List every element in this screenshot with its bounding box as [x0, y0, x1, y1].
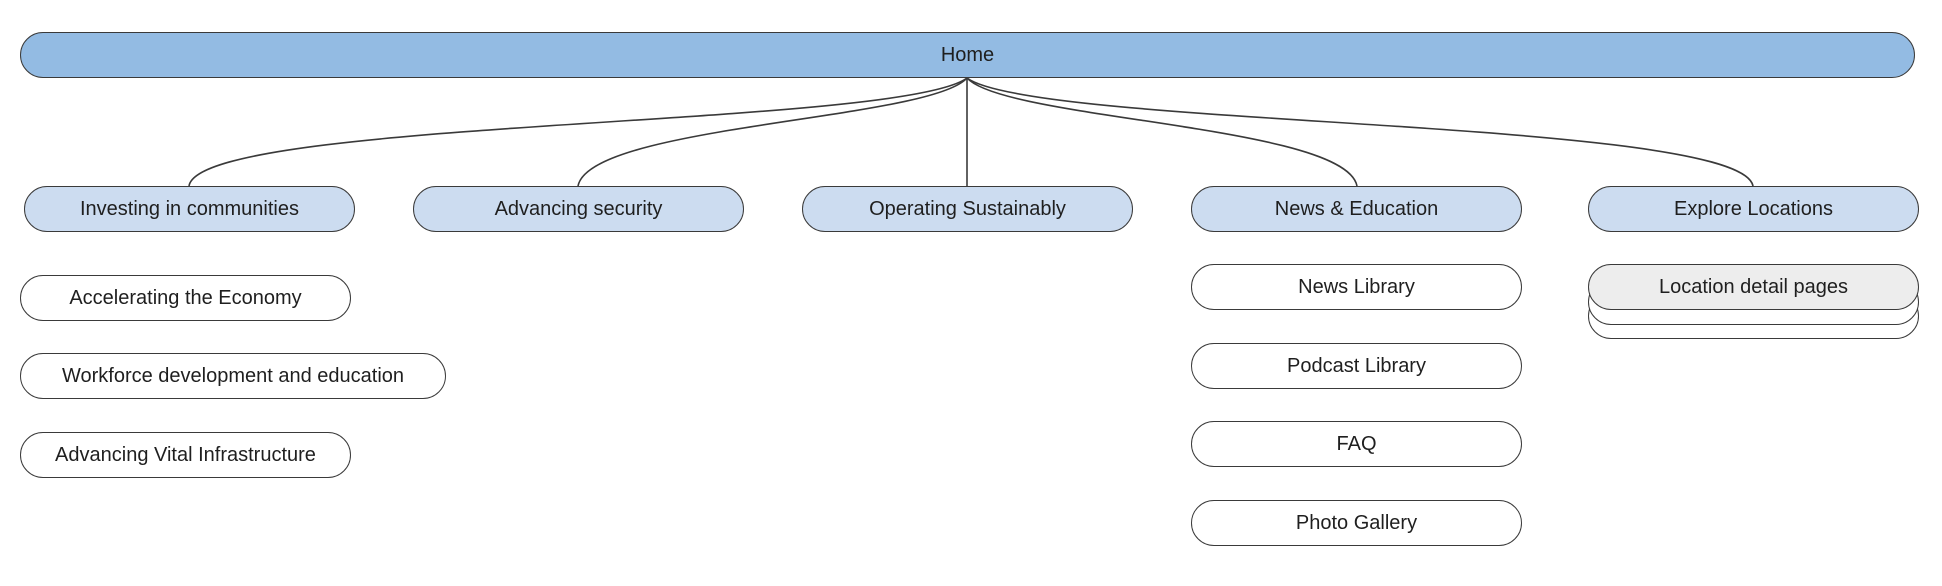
- node-label: News Library: [1298, 275, 1415, 298]
- node-podcast-library[interactable]: Podcast Library: [1191, 343, 1522, 389]
- node-label: FAQ: [1336, 432, 1377, 455]
- node-news-library[interactable]: News Library: [1191, 264, 1522, 310]
- node-label: Podcast Library: [1287, 354, 1426, 377]
- node-workforce-development-and-education[interactable]: Workforce development and education: [20, 353, 446, 399]
- node-label: Investing in communities: [80, 197, 299, 220]
- connector-home-to-investing: [188, 77, 968, 187]
- node-investing-in-communities[interactable]: Investing in communities: [24, 186, 355, 232]
- node-home[interactable]: Home: [20, 32, 1915, 78]
- node-label: News & Education: [1274, 197, 1439, 220]
- node-photo-gallery[interactable]: Photo Gallery: [1191, 500, 1522, 546]
- connector-home-to-news-education: [966, 77, 1358, 187]
- node-label: Workforce development and education: [61, 364, 405, 387]
- node-explore-locations[interactable]: Explore Locations: [1588, 186, 1919, 232]
- connector-home-to-explore-locations: [966, 77, 1754, 187]
- node-advancing-vital-infrastructure[interactable]: Advancing Vital Infrastructure: [20, 432, 351, 478]
- node-label: Photo Gallery: [1295, 511, 1418, 534]
- node-label: Explore Locations: [1674, 197, 1833, 220]
- node-label: Advancing Vital Infrastructure: [55, 443, 316, 466]
- node-label: Location detail pages: [1658, 275, 1849, 298]
- node-home-label: Home: [940, 43, 995, 66]
- node-label: Advancing security: [494, 197, 663, 220]
- node-news-education[interactable]: News & Education: [1191, 186, 1522, 232]
- connector-home-to-advancing-security: [577, 77, 968, 187]
- node-location-detail-pages[interactable]: Location detail pages: [1588, 264, 1919, 310]
- node-operating-sustainably[interactable]: Operating Sustainably: [802, 186, 1133, 232]
- node-label: Accelerating the Economy: [69, 286, 302, 309]
- node-accelerating-the-economy[interactable]: Accelerating the Economy: [20, 275, 351, 321]
- node-advancing-security[interactable]: Advancing security: [413, 186, 744, 232]
- node-label: Operating Sustainably: [869, 197, 1066, 220]
- node-faq[interactable]: FAQ: [1191, 421, 1522, 467]
